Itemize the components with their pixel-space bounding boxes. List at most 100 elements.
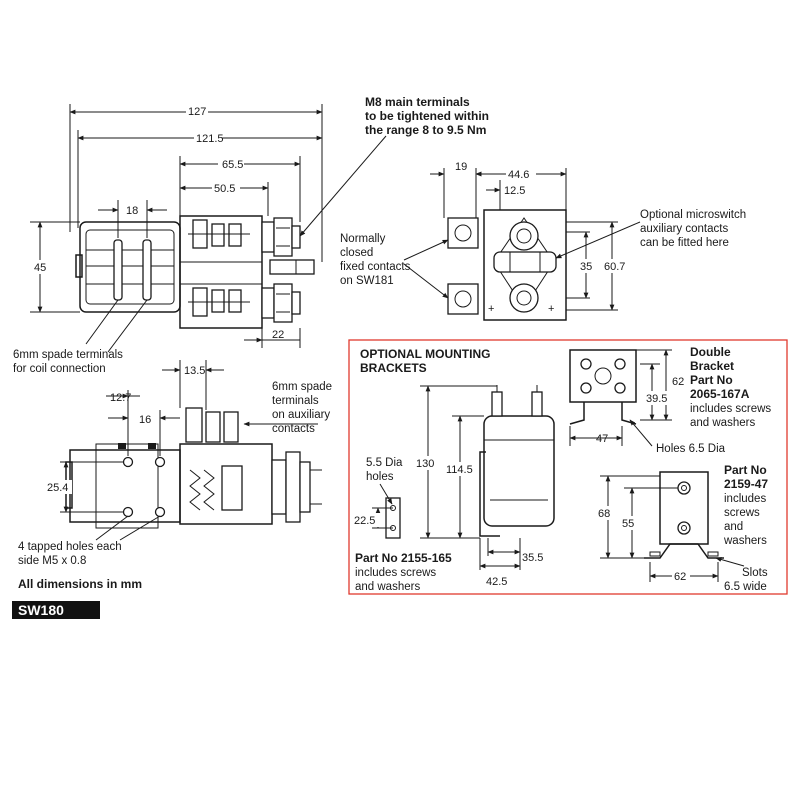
- svg-text:and washers: and washers: [355, 581, 420, 593]
- svg-text:screws: screws: [724, 507, 760, 519]
- dim-body-length: 121.5: [196, 133, 224, 145]
- svg-text:and washers: and washers: [690, 417, 755, 429]
- svg-text:includes screws: includes screws: [690, 403, 771, 415]
- aux-contact-top: [188, 219, 250, 249]
- aux-spade-callout: 6mm spade terminals on auxiliary contact…: [272, 381, 332, 435]
- svg-text:Part No 2155-165: Part No 2155-165: [355, 551, 452, 565]
- svg-text:on SW181: on SW181: [340, 275, 394, 287]
- svg-text:BRACKETS: BRACKETS: [360, 361, 427, 375]
- dim-end-width: 44.6: [508, 169, 529, 181]
- svg-text:Slots: Slots: [742, 567, 768, 579]
- nc-contact-bottom: [447, 283, 479, 315]
- svg-text:closed: closed: [340, 247, 373, 259]
- svg-text:Optional microswitch: Optional microswitch: [640, 209, 746, 221]
- part-2159-47-callout: Part No 2159-47 includes screws and wash…: [723, 463, 768, 547]
- dim-double-height: 62: [672, 376, 684, 388]
- svg-text:M8 main terminals: M8 main terminals: [365, 95, 470, 109]
- svg-text:holes: holes: [366, 471, 394, 483]
- model-badge: SW180: [12, 601, 100, 619]
- aux-spade-terminal: [205, 411, 221, 443]
- dim-aux-offset: 13.5: [184, 365, 205, 377]
- tapped-hole: [122, 506, 134, 518]
- svg-text:2065-167A: 2065-167A: [690, 387, 750, 401]
- svg-text:and: and: [724, 521, 743, 533]
- dim-inner-height: 35: [580, 261, 592, 273]
- end-view-body: [483, 209, 567, 321]
- dim-2159-inner: 55: [622, 518, 634, 530]
- double-bracket-part-callout: Double Bracket Part No 2065-167A include…: [690, 345, 771, 429]
- svg-text:the range 8 to 9.5 Nm: the range 8 to 9.5 Nm: [365, 123, 486, 137]
- dim-double-inner: 39.5: [646, 393, 667, 405]
- svg-text:2159-47: 2159-47: [724, 477, 768, 491]
- svg-text:6mm spade: 6mm spade: [272, 381, 332, 393]
- dim-overall-length: 127: [188, 106, 206, 118]
- brackets-frame: [348, 339, 788, 595]
- svg-text:6.5 wide: 6.5 wide: [724, 581, 767, 593]
- svg-text:for coil connection: for coil connection: [13, 363, 106, 375]
- dim-end-offset: 12.5: [504, 185, 525, 197]
- svg-text:6mm spade terminals: 6mm spade terminals: [13, 349, 123, 361]
- aux-spade-terminal: [223, 411, 239, 443]
- coil-spade-terminal: [113, 239, 123, 301]
- dim-outer-height: 60.7: [604, 261, 625, 273]
- svg-text:contacts: contacts: [272, 423, 315, 435]
- end-view: + + 19 44.6 12.5 35 60.7 Normally closed…: [340, 161, 746, 321]
- side-view: 127 121.5 65.5 50.5 18 45 22 M8 main ter…: [13, 95, 489, 375]
- svg-text:washers: washers: [723, 535, 767, 547]
- m8-terminal-callout: M8 main terminals to be tightened within…: [365, 95, 489, 137]
- svg-text:Double: Double: [690, 345, 731, 359]
- dim-2159-height: 68: [598, 508, 610, 520]
- tapped-holes-callout: 4 tapped holes each side M5 x 0.8: [18, 541, 122, 567]
- svg-text:side M5 x 0.8: side M5 x 0.8: [18, 555, 86, 567]
- tapped-hole: [154, 506, 166, 518]
- tapped-hole: [154, 456, 166, 468]
- coil-spade-callout: 6mm spade terminals for coil connection: [13, 349, 123, 375]
- svg-text:terminals: terminals: [272, 395, 319, 407]
- double-bracket-view: 62 39.5 47 Holes 6.5 Dia Double Bracket …: [569, 345, 771, 455]
- svg-text:to be tightened within: to be tightened within: [365, 109, 489, 123]
- bracket-plate: [385, 497, 401, 539]
- bracket-2159-47-view: 68 55 62 Part No 2159-47 includes screws…: [596, 463, 768, 593]
- dim-2159-width: 62: [674, 571, 686, 583]
- svg-text:5.5 Dia: 5.5 Dia: [366, 457, 403, 469]
- bottom-view: 12.7 16 13.5 25.4 6mm spade terminals on…: [18, 360, 332, 567]
- single-bracket-view: 130 114.5 22.5 35.5 42.5 5.5 Dia holes P…: [352, 385, 555, 593]
- main-terminal-bottom: [261, 283, 301, 323]
- double-bracket-plate: [569, 349, 637, 403]
- svg-text:on auxiliary: on auxiliary: [272, 409, 330, 421]
- dim-bottom-height: 25.4: [47, 482, 68, 494]
- slots-callout: Slots 6.5 wide: [724, 567, 768, 593]
- svg-text:includes screws: includes screws: [355, 567, 436, 579]
- dim-bracket-body-height: 114.5: [446, 464, 473, 476]
- dim-inner-span: 50.5: [214, 183, 235, 195]
- coil-housing: [79, 221, 181, 313]
- brackets-title: OPTIONAL MOUNTING BRACKETS: [360, 347, 490, 375]
- side-spade-terminal: [269, 259, 315, 275]
- svg-text:can be fitted here: can be fitted here: [640, 237, 729, 249]
- main-terminal-bottom-end: [509, 283, 539, 313]
- nc-contacts-callout: Normally closed fixed contacts on SW181: [340, 233, 411, 287]
- svg-text:fixed contacts: fixed contacts: [340, 261, 411, 273]
- mounting-brackets-panel: OPTIONAL MOUNTING BRACKETS: [348, 339, 788, 595]
- svg-text:OPTIONAL MOUNTING: OPTIONAL MOUNTING: [360, 347, 490, 361]
- dim-hole-pitch: 22.5: [354, 515, 375, 527]
- dim-coil-pitch: 18: [126, 205, 138, 217]
- microswitch-callout: Optional microswitch auxiliary contacts …: [640, 209, 746, 249]
- svg-text:+: +: [548, 303, 554, 315]
- dim-pitch-a: 12.7: [110, 392, 131, 404]
- dim-terminal-span: 65.5: [222, 159, 243, 171]
- dim-height: 45: [34, 262, 46, 274]
- coil-spade-terminal: [142, 239, 152, 301]
- nc-contact-top: [447, 217, 479, 249]
- dim-base-a: 35.5: [522, 552, 543, 564]
- dim-double-width: 47: [596, 433, 608, 445]
- aux-spade-terminal: [185, 407, 203, 443]
- double-holes-callout: Holes 6.5 Dia: [656, 443, 726, 455]
- dim-spade-offset: 22: [272, 329, 284, 341]
- units-note: All dimensions in mm: [18, 577, 142, 591]
- dim-left-gap: 19: [455, 161, 467, 173]
- aux-contact-bottom: [188, 287, 250, 317]
- main-terminal-top: [261, 217, 301, 257]
- svg-text:Bracket: Bracket: [690, 359, 734, 373]
